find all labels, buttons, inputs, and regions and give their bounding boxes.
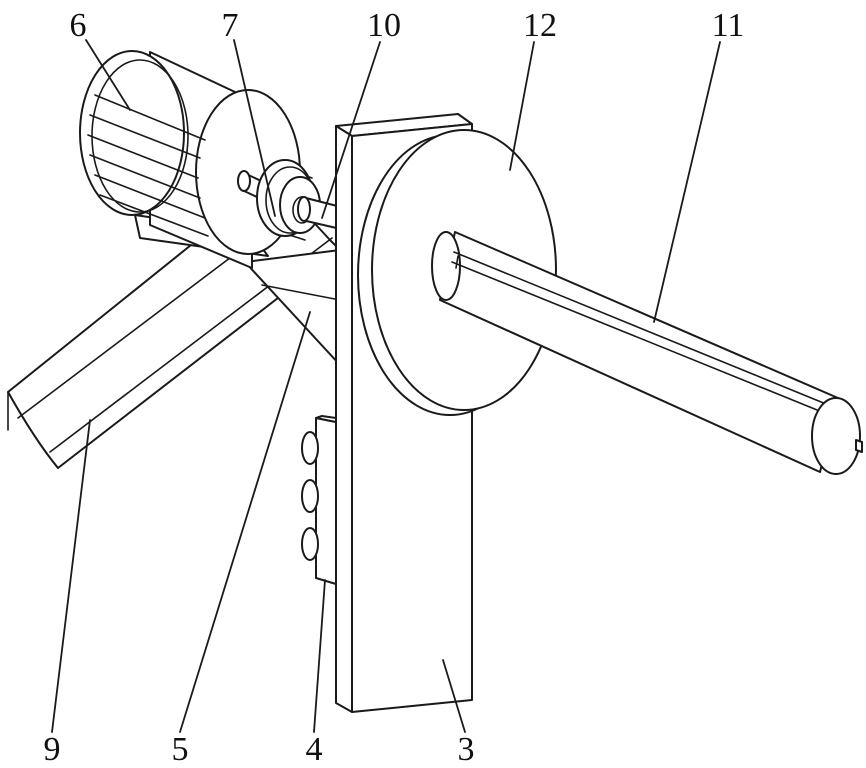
leader-10 [321, 41, 381, 219]
motor [79, 50, 301, 269]
roller [431, 231, 863, 475]
label-10: 10 [367, 7, 401, 44]
leader-9 [51, 419, 91, 733]
label-3: 3 [458, 731, 475, 768]
leader-12 [509, 41, 535, 171]
leader-lines [51, 39, 721, 733]
leader-7 [233, 39, 276, 217]
leader-4 [313, 579, 326, 733]
leader-11 [653, 41, 721, 323]
label-12: 12 [523, 7, 557, 44]
label-7: 7 [222, 7, 239, 44]
reference-numerals: 6 7 10 12 11 9 5 4 3 [44, 7, 745, 768]
leader-6 [85, 39, 131, 111]
leader-5 [179, 311, 311, 733]
label-5: 5 [172, 731, 189, 768]
label-9: 9 [44, 731, 61, 768]
button-block [301, 415, 337, 585]
pulley [256, 159, 321, 237]
label-6: 6 [70, 7, 87, 44]
label-4: 4 [306, 731, 323, 768]
inclined-chute [7, 187, 341, 469]
leader-3 [442, 659, 466, 733]
label-11: 11 [712, 7, 745, 44]
